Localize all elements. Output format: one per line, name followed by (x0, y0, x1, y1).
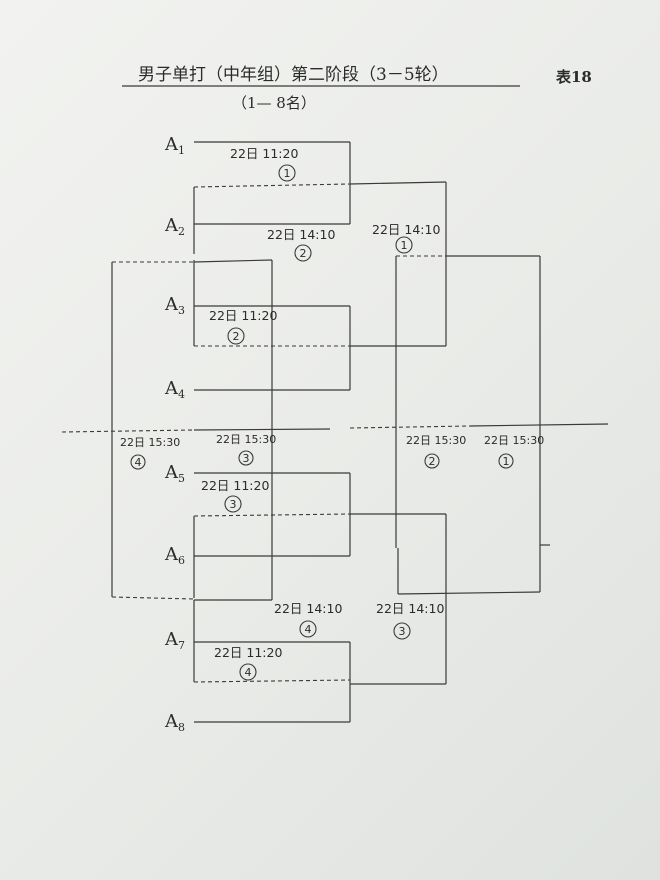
svg-text:22日 15:30: 22日 15:30 (484, 434, 544, 447)
svg-text:22日 11:20: 22日 11:20 (230, 146, 298, 161)
round2-winners-bottom (350, 513, 447, 685)
round1-bracket-a7-a8 (193, 600, 351, 723)
svg-text:A: A (164, 215, 179, 236)
svg-text:2: 2 (178, 225, 185, 238)
svg-text:1: 1 (284, 167, 291, 180)
page-title: 男子单打（中年组）第二阶段（3－5轮） (138, 65, 449, 85)
match-annotation-r1-1: 22日 11:20 1 (230, 146, 298, 182)
round1-bracket-a1-a2 (193, 141, 351, 254)
svg-text:8: 8 (178, 721, 185, 734)
match-annotation-r2-1: 22日 14:10 1 (372, 222, 440, 254)
svg-text:6: 6 (178, 554, 185, 567)
svg-text:3: 3 (230, 498, 237, 511)
svg-text:A: A (164, 378, 179, 399)
final-bracket (396, 255, 550, 595)
losers-bracket-top (111, 259, 273, 597)
svg-text:4: 4 (245, 666, 252, 679)
svg-text:22日 11:20: 22日 11:20 (209, 308, 277, 323)
match-annotation-r3-4: 22日 15:30 4 (120, 436, 180, 470)
svg-text:5: 5 (178, 472, 185, 485)
match-annotation-r2-3: 22日 14:10 3 (376, 601, 444, 640)
svg-text:A: A (164, 544, 179, 565)
svg-text:2: 2 (233, 330, 240, 343)
match-annotation-r3-3: 22日 15:30 3 (216, 433, 276, 466)
svg-text:4: 4 (178, 388, 185, 401)
svg-text:22日 14:10: 22日 14:10 (267, 227, 335, 242)
svg-text:A: A (164, 629, 179, 650)
svg-text:A: A (164, 134, 179, 155)
svg-text:7: 7 (178, 639, 185, 652)
match-annotation-r1-4: 22日 11:20 4 (214, 645, 282, 681)
svg-text:1: 1 (178, 144, 185, 157)
svg-text:4: 4 (135, 456, 142, 469)
svg-text:22日 14:10: 22日 14:10 (376, 601, 444, 616)
svg-text:22日 11:20: 22日 11:20 (201, 478, 269, 493)
match-annotation-r1-3: 22日 11:20 3 (201, 478, 269, 513)
table-tag: 表18 (556, 68, 592, 86)
svg-text:22日 14:10: 22日 14:10 (274, 601, 342, 616)
svg-text:3: 3 (399, 625, 406, 638)
match-annotation-r3-1: 22日 15:30 1 (484, 434, 544, 469)
svg-text:A: A (164, 711, 179, 732)
match-annotation-r3-2: 22日 15:30 2 (406, 434, 466, 469)
svg-text:2: 2 (429, 455, 436, 468)
svg-text:1: 1 (401, 239, 408, 252)
losers-bracket-bottom (111, 472, 273, 601)
match-annotation-r1-2: 22日 11:20 2 (209, 308, 277, 345)
svg-text:22日 15:30: 22日 15:30 (120, 436, 180, 449)
svg-text:A: A (164, 462, 179, 483)
svg-text:3: 3 (243, 452, 250, 465)
svg-text:22日 15:30: 22日 15:30 (216, 433, 276, 446)
mid-divider (61, 423, 609, 433)
svg-text:22日 15:30: 22日 15:30 (406, 434, 466, 447)
svg-text:2: 2 (300, 247, 307, 260)
match-annotation-r2-4: 22日 14:10 4 (274, 601, 342, 638)
svg-text:22日 14:10: 22日 14:10 (372, 222, 440, 237)
match-annotation-r2-2: 22日 14:10 2 (267, 227, 335, 262)
svg-text:A: A (164, 294, 179, 315)
svg-text:22日 11:20: 22日 11:20 (214, 645, 282, 660)
placing-range: （1— 8名） (232, 94, 316, 112)
svg-text:1: 1 (503, 455, 510, 468)
svg-text:4: 4 (305, 623, 312, 636)
svg-text:3: 3 (178, 304, 185, 317)
